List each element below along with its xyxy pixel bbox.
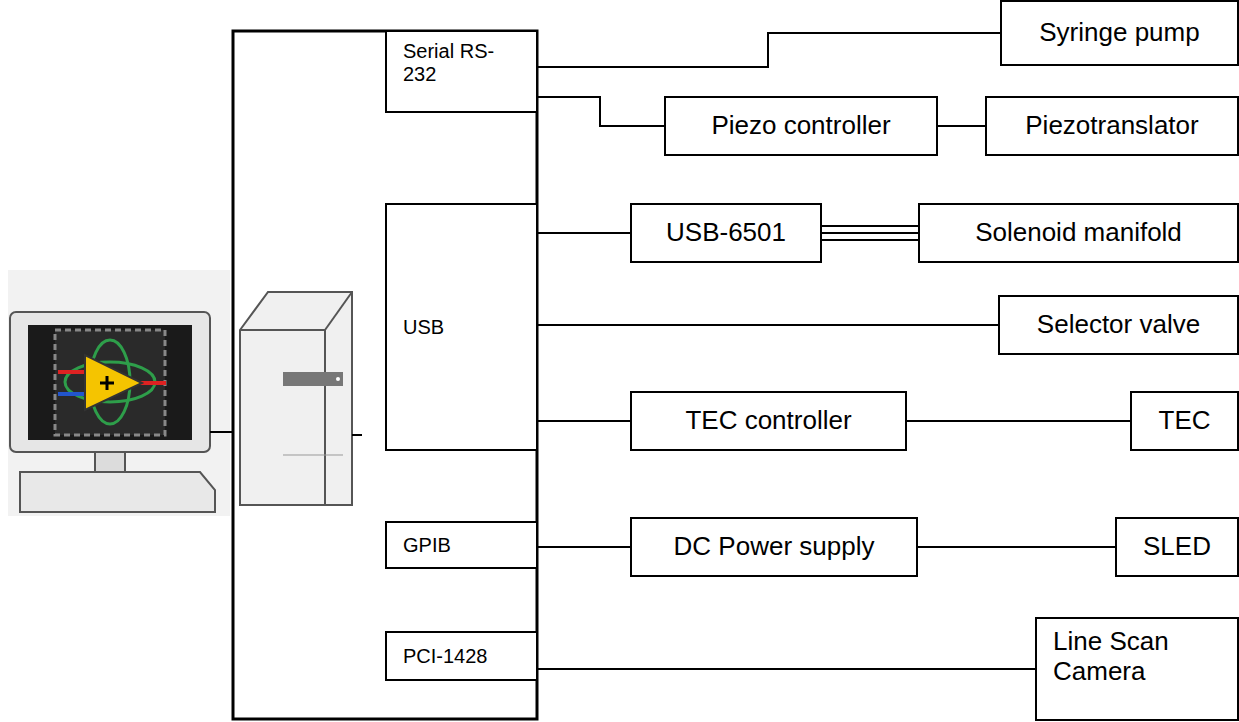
screen — [28, 325, 192, 440]
node-label: PCI-1428 — [403, 645, 488, 668]
panel-line — [283, 455, 343, 456]
connector — [538, 232, 630, 234]
node-label: Piezo controller — [711, 111, 890, 141]
connector — [538, 33, 1000, 67]
tower-edge — [324, 330, 326, 505]
connector — [907, 420, 1130, 422]
monitor-stand — [95, 452, 125, 472]
node-label: Piezotranslator — [1025, 111, 1198, 141]
node-label: Syringe pump — [1039, 18, 1199, 48]
multi-line-connector — [822, 226, 918, 240]
connector — [918, 546, 1115, 548]
connector — [538, 546, 630, 548]
controller-box: Piezo controller — [664, 96, 938, 156]
device-box: SLED — [1115, 517, 1239, 577]
interface-box: USB — [385, 203, 538, 451]
daq-box: USB-6501 — [630, 203, 822, 263]
camera-box: Line Scan Camera — [1035, 617, 1239, 721]
device-box: TEC — [1130, 391, 1239, 451]
connector — [538, 324, 998, 326]
interface-box: Serial RS-232 — [385, 30, 538, 113]
icon-ground — [8, 270, 230, 516]
power-supply-box: DC Power supply — [630, 517, 918, 577]
node-label: TEC controller — [685, 406, 851, 436]
keyboard-base — [20, 472, 215, 512]
device-box: Selector valve — [998, 295, 1239, 355]
interface-box: PCI-1428 — [385, 631, 538, 681]
connector — [538, 420, 630, 422]
node-label: USB — [403, 316, 444, 339]
connector — [538, 668, 1035, 670]
labview-triangle — [85, 355, 142, 410]
tower-case — [240, 292, 352, 505]
led — [336, 377, 340, 381]
connector — [538, 97, 664, 126]
node-label: Serial RS-232 — [403, 40, 515, 86]
cable — [210, 431, 234, 433]
wire — [58, 392, 85, 396]
node-label: GPIB — [403, 534, 451, 557]
drive-bay — [283, 372, 343, 386]
node-label: Line Scan Camera — [1053, 627, 1203, 687]
film-strip — [55, 330, 165, 435]
node-label: Solenoid manifold — [975, 218, 1182, 248]
node-label: DC Power supply — [674, 532, 875, 562]
interface-box: GPIB — [385, 521, 538, 569]
plus-sign — [100, 376, 114, 390]
connector — [938, 125, 985, 127]
device-box: Solenoid manifold — [918, 203, 1239, 263]
monitor — [10, 312, 210, 452]
tower-edge — [240, 329, 325, 331]
computer-housing — [233, 31, 537, 719]
tower-edge — [325, 292, 352, 330]
node-label: TEC — [1159, 406, 1211, 436]
node-label: Selector valve — [1037, 310, 1200, 340]
controller-box: TEC controller — [630, 391, 907, 451]
node-label: USB-6501 — [666, 218, 786, 248]
cable — [352, 434, 362, 436]
device-box: Syringe pump — [1000, 0, 1239, 66]
wire — [58, 370, 85, 374]
node-label: SLED — [1143, 532, 1211, 562]
device-box: Piezotranslator — [985, 96, 1239, 156]
